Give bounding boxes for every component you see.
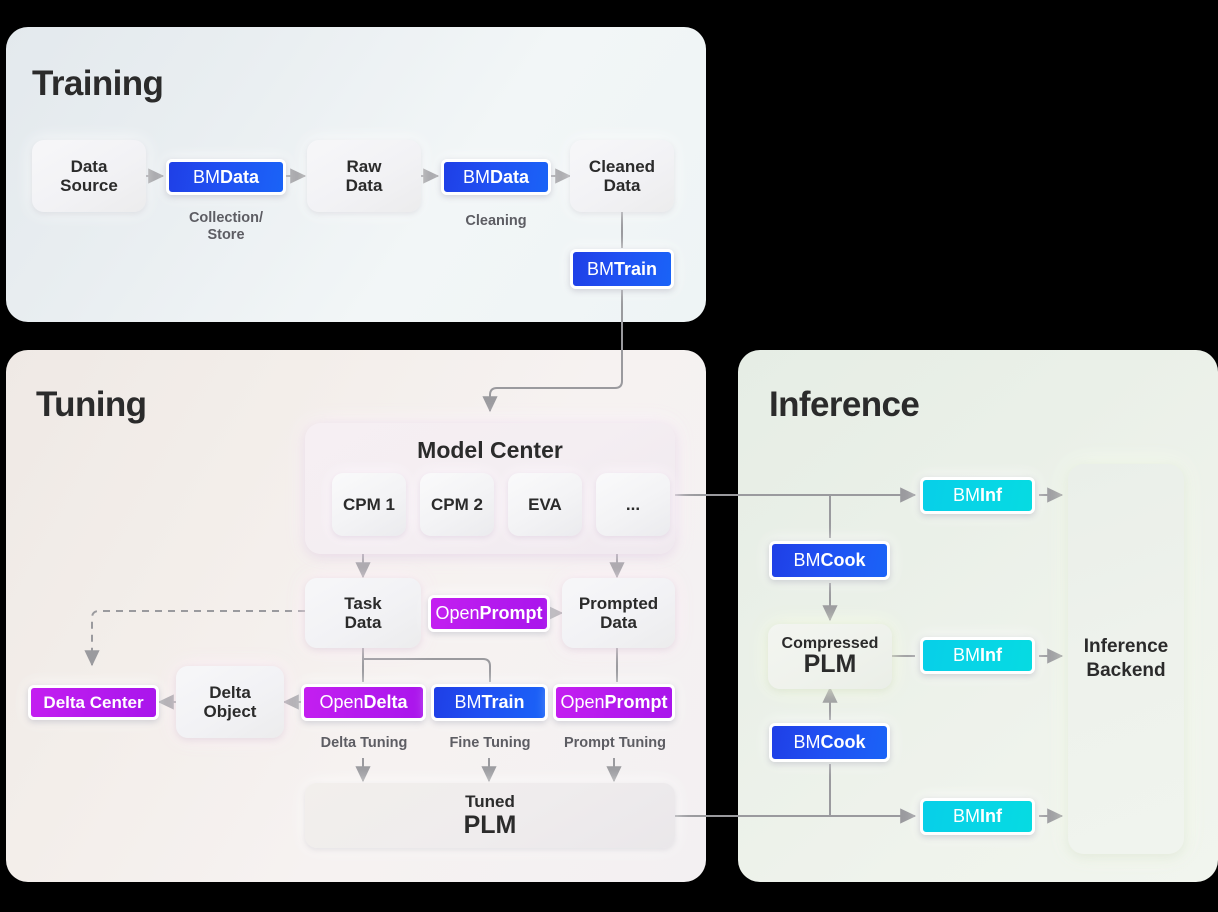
chip-bminf-1-suffix: Inf (980, 485, 1002, 506)
chip-bmcook-1-suffix: Cook (820, 550, 866, 571)
panel-title-tuning: Tuning (36, 385, 147, 424)
node-tuned-plm: Tuned PLM (305, 783, 675, 848)
node-compressed-plm: Compressed PLM (768, 624, 892, 689)
panel-title-training: Training (32, 64, 164, 103)
chip-opendelta-prefix: Open (319, 692, 364, 713)
node-inference-backend: Inference Backend (1068, 464, 1184, 854)
chip-bmdata-2-suffix: Data (489, 166, 529, 187)
model-center-item-cpm2: CPM 2 (420, 473, 494, 536)
chip-bmtrain-tuning-prefix: BM (454, 692, 482, 713)
caption-delta-tuning: Delta Tuning (320, 735, 408, 751)
chip-bmdata-1-prefix: BM (192, 166, 220, 187)
caption-collection-store: Collection/ Store (188, 210, 264, 244)
caption-fine-tuning: Fine Tuning (449, 735, 531, 751)
chip-bmtrain-training-prefix: BM (586, 258, 614, 279)
chip-openprompt-top-prefix: Open (435, 603, 480, 624)
chip-bmtrain-training-suffix: Train (613, 258, 657, 279)
node-cleaned-data: Cleaned Data (570, 140, 674, 212)
chip-bmdata-1-suffix: Data (219, 166, 259, 187)
node-task-data: Task Data (305, 578, 421, 648)
chip-bminf-1-prefix: BM (953, 485, 980, 506)
chip-bmtrain-tuning-suffix: Train (481, 692, 525, 713)
caption-cleaning: Cleaning (465, 213, 527, 229)
node-prompted-data: Prompted Data (562, 578, 675, 648)
group-model-center: Model Center CPM 1 CPM 2 EVA ... (305, 423, 675, 554)
chip-bmcook-1-prefix: BM (793, 550, 821, 571)
caption-prompt-tuning: Prompt Tuning (563, 735, 667, 751)
node-compressed-plm-line1: Compressed (781, 634, 879, 652)
node-tuned-plm-line2: PLM (463, 810, 517, 839)
chip-openprompt-bottom-suffix: Prompt (604, 692, 668, 713)
node-delta-object: Delta Object (176, 666, 284, 738)
panel-title-inference: Inference (769, 385, 920, 424)
chip-bminf-2-suffix: Inf (980, 645, 1002, 666)
node-compressed-plm-line2: PLM (803, 650, 857, 679)
chip-bmdata-2-prefix: BM (462, 166, 490, 187)
chip-bmcook-2-suffix: Cook (820, 732, 866, 753)
chip-bminf-2-prefix: BM (953, 645, 980, 666)
chip-bminf-3-suffix: Inf (980, 806, 1002, 827)
node-raw-data: Raw Data (307, 140, 421, 212)
chip-bmcook-2-prefix: BM (793, 732, 821, 753)
model-center-item-eva: EVA (508, 473, 582, 536)
node-tuned-plm-line1: Tuned (465, 792, 515, 812)
chip-opendelta-suffix: Delta (363, 692, 408, 713)
chip-bminf-3-prefix: BM (953, 806, 980, 827)
node-delta-center: Delta Center (28, 685, 159, 720)
model-center-item-cpm1: CPM 1 (332, 473, 406, 536)
chip-openprompt-top-suffix: Prompt (479, 603, 543, 624)
model-center-title: Model Center (417, 437, 563, 463)
model-center-item-more: ... (596, 473, 670, 536)
chip-openprompt-bottom-prefix: Open (560, 692, 605, 713)
node-data-source: Data Source (32, 140, 146, 212)
